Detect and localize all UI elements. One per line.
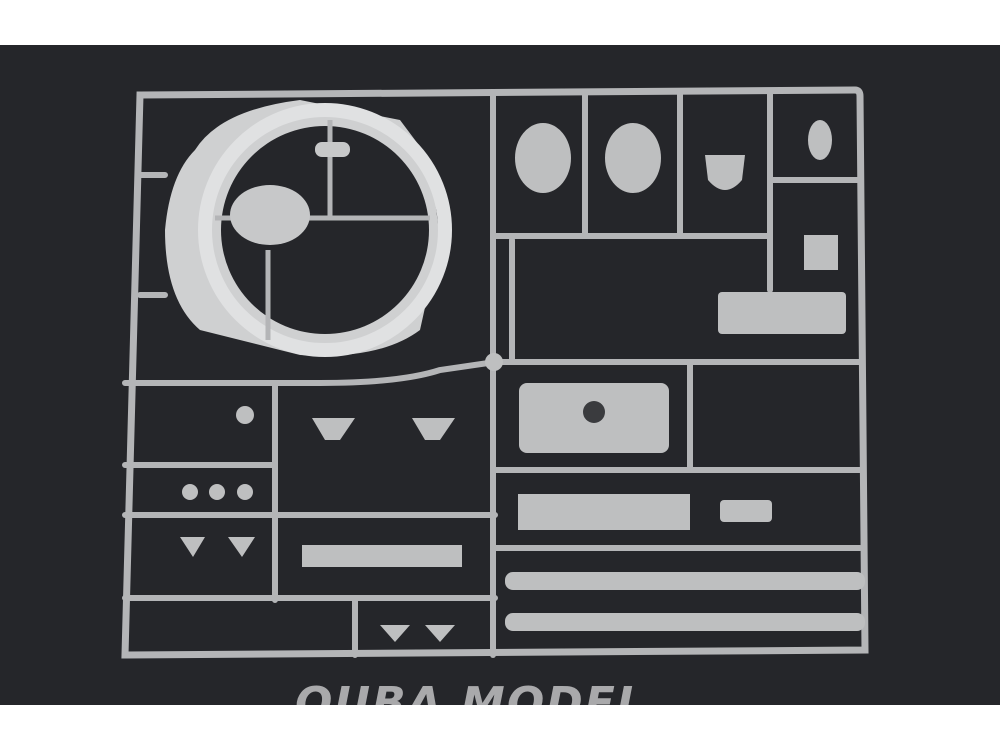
small-parts — [180, 120, 865, 642]
sprue-frame — [121, 86, 869, 659]
turret-ring-part — [165, 100, 452, 357]
sprue-drawing — [121, 86, 869, 659]
watermark: OUBA MODEL — [295, 678, 647, 705]
sprue-photo — [0, 45, 1000, 705]
